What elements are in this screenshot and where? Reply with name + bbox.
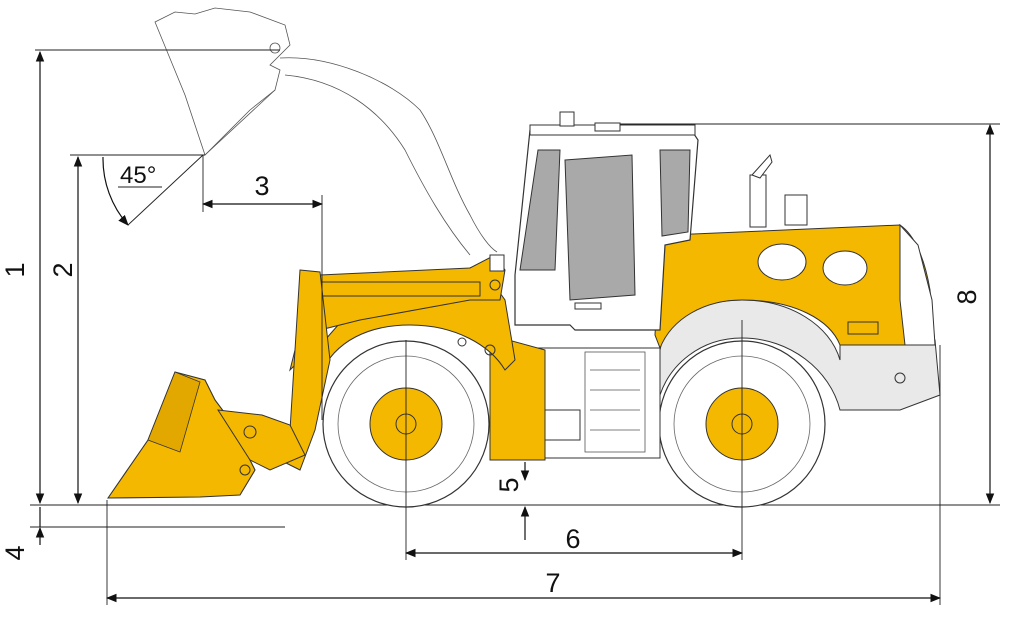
dimension-label-4: 4 (0, 545, 30, 560)
front-wheel (322, 340, 490, 508)
bucket (106, 371, 306, 499)
dimension-label-2: 2 (48, 262, 78, 277)
dimension-label-8: 8 (952, 289, 982, 304)
operator-cab (514, 111, 699, 331)
rear-body (654, 153, 941, 411)
dimension-label-1: 1 (0, 262, 30, 277)
dimension-label-3: 3 (254, 171, 269, 201)
dump-angle-indicator: 45° (102, 154, 204, 226)
raised-bucket-ghost (154, 7, 498, 256)
center-frame (489, 334, 661, 461)
dimension-label-7: 7 (545, 568, 560, 598)
dimension-label-5: 5 (494, 477, 524, 492)
angle-label: 45° (120, 162, 156, 189)
dimension-label-6: 6 (565, 524, 580, 554)
loader-arm (279, 254, 506, 471)
